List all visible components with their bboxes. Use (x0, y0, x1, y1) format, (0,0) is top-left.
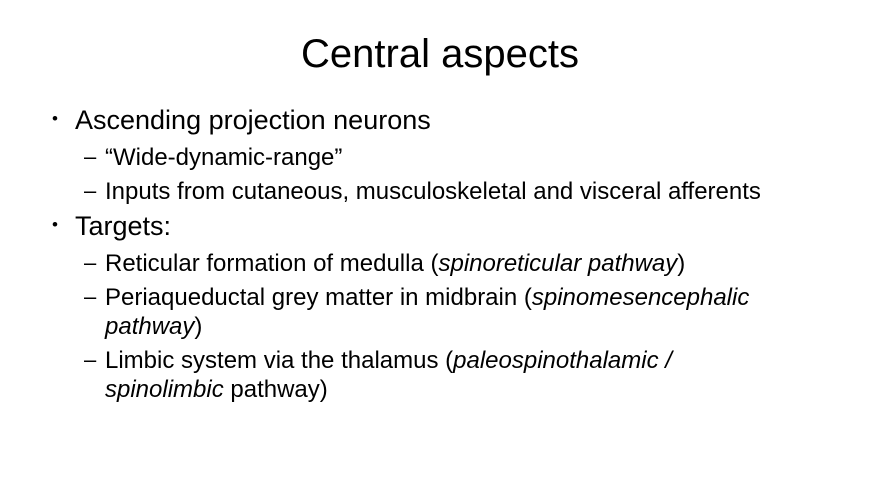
sub-bullet-text: Reticular formation of medulla (spinoret… (105, 249, 685, 278)
text-segment: Limbic system via the thalamus ( (105, 346, 454, 374)
dash-bullet-icon: – (84, 346, 97, 372)
text-segment-italic: spinoreticular pathway (438, 249, 678, 277)
text-segment-italic: spinomesencephalic pathway (105, 283, 750, 340)
bullet-text: Targets: (75, 210, 172, 241)
list-item-level2: – Inputs from cutaneous, musculoskeletal… (0, 177, 880, 206)
bullet-list: • Ascending projection neurons – “Wide-d… (0, 104, 880, 404)
list-item-level2: – “Wide-dynamic-range” (0, 143, 880, 172)
text-segment-italic: paleospinothalamic / spinolimbic (105, 346, 672, 403)
text-segment: ) (194, 312, 203, 340)
list-item-level1: • Ascending projection neurons (0, 104, 880, 138)
sub-bullet-text: Inputs from cutaneous, musculoskeletal a… (105, 177, 761, 206)
text-segment: pathway) (223, 375, 328, 403)
dash-bullet-icon: – (84, 283, 97, 309)
dash-bullet-icon: – (84, 143, 97, 169)
bullet-text: Ascending projection neurons (75, 105, 431, 135)
slide-title: Central aspects (301, 32, 579, 76)
list-item-level2: – Limbic system via the thalamus (paleos… (0, 346, 880, 404)
list-item-level2: – Reticular formation of medulla (spinor… (0, 249, 880, 278)
sub-bullet-text: Periaqueductal grey matter in midbrain (… (105, 283, 785, 341)
list-item-level1: • Targets: (0, 210, 880, 244)
list-item-level2: – Periaqueductal grey matter in midbrain… (0, 283, 880, 341)
dash-bullet-icon: – (84, 177, 97, 203)
text-segment: Periaqueductal grey matter in midbrain ( (105, 283, 532, 311)
dash-bullet-icon: – (84, 249, 97, 275)
text-segment: ) (677, 249, 686, 277)
text-segment: Inputs from cutaneous, musculoskeletal a… (105, 177, 761, 205)
sub-bullet-text: Limbic system via the thalamus (paleospi… (105, 346, 785, 404)
sub-bullet-text: “Wide-dynamic-range” (105, 143, 342, 172)
bullet-icon: • (52, 214, 58, 234)
text-segment: “Wide-dynamic-range” (105, 143, 343, 171)
bullet-icon: • (52, 109, 58, 128)
text-segment: Reticular formation of medulla ( (105, 249, 439, 277)
